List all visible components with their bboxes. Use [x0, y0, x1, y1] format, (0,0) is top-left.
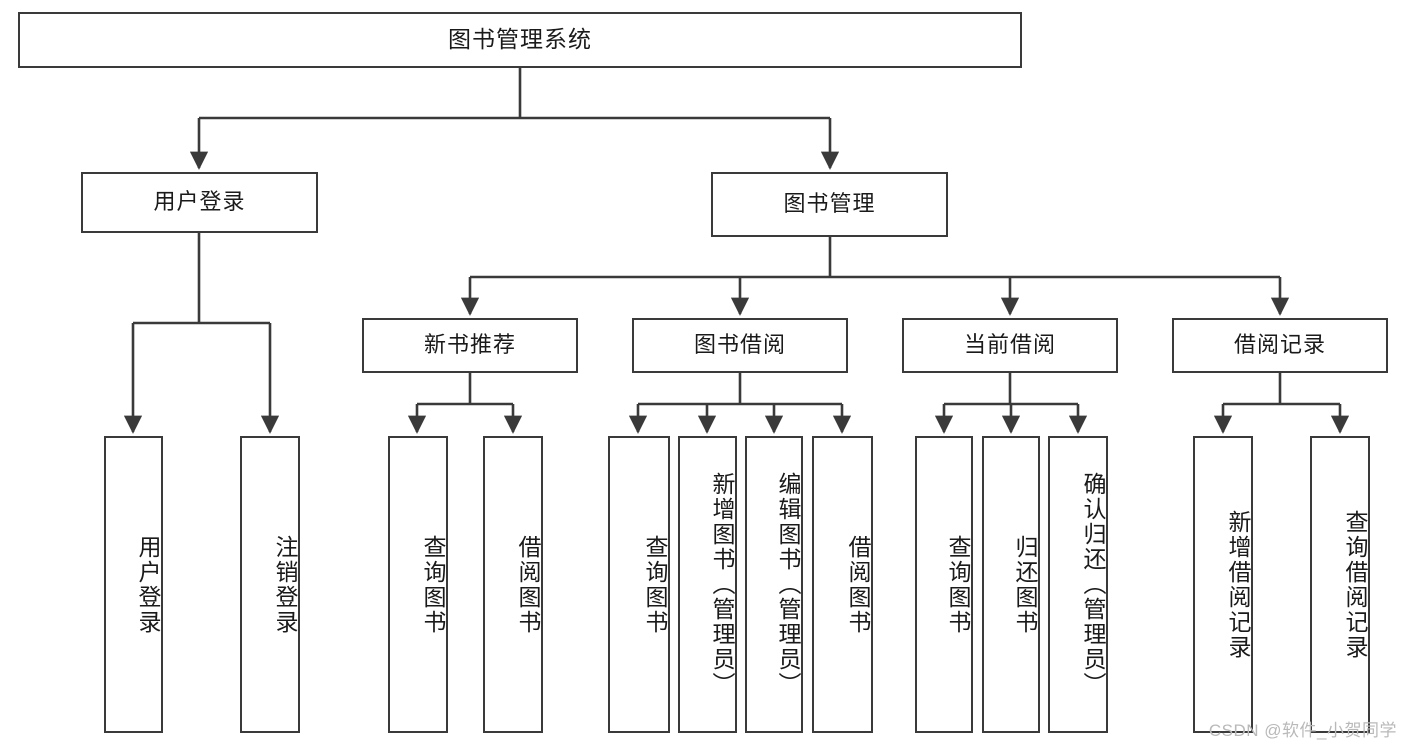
node-leaf-return-book[interactable]: 归还图书	[982, 436, 1040, 733]
node-root[interactable]: 图书管理系统	[18, 12, 1022, 68]
node-new-book-rec[interactable]: 新书推荐	[362, 318, 578, 373]
node-leaf-query-book-3[interactable]: 查询图书	[915, 436, 973, 733]
node-current-borrow[interactable]: 当前借阅	[902, 318, 1118, 373]
node-leaf-add-book[interactable]: 新增图书（管理员）	[678, 436, 737, 733]
node-user-login[interactable]: 用户登录	[81, 172, 318, 233]
csdn-watermark: CSDN @软件_小贺同学	[1208, 721, 1397, 740]
node-borrow-record[interactable]: 借阅记录	[1172, 318, 1388, 373]
node-leaf-user-login[interactable]: 用户登录	[104, 436, 163, 733]
node-leaf-query-book-1[interactable]: 查询图书	[388, 436, 448, 733]
node-leaf-add-record[interactable]: 新增借阅记录	[1193, 436, 1253, 733]
node-book-manage[interactable]: 图书管理	[711, 172, 948, 237]
node-leaf-confirm-return[interactable]: 确认归还（管理员）	[1048, 436, 1108, 733]
node-leaf-edit-book[interactable]: 编辑图书（管理员）	[745, 436, 803, 733]
node-leaf-query-record[interactable]: 查询借阅记录	[1310, 436, 1370, 733]
node-leaf-logout[interactable]: 注销登录	[240, 436, 300, 733]
node-leaf-borrow-book-1[interactable]: 借阅图书	[483, 436, 543, 733]
node-book-borrow[interactable]: 图书借阅	[632, 318, 848, 373]
node-leaf-query-book-2[interactable]: 查询图书	[608, 436, 670, 733]
node-leaf-borrow-book-2[interactable]: 借阅图书	[812, 436, 873, 733]
